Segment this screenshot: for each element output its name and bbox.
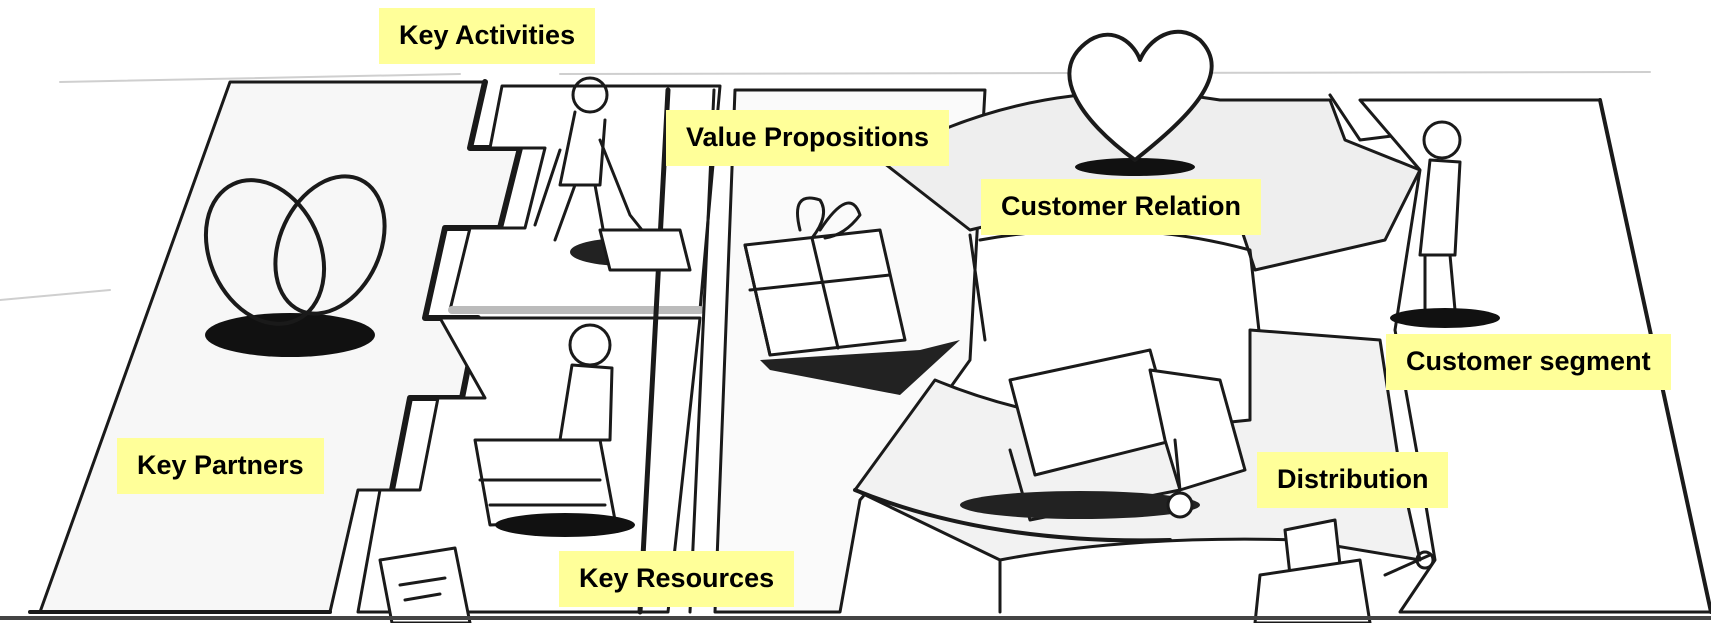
standing-person-icon [1390,120,1500,328]
customer-relation-label: Customer Relation [981,179,1262,235]
key-partners-label: Key Partners [117,438,324,494]
value-propositions-label: Value Propositions [666,110,950,166]
digging-person-icon [533,76,692,272]
person-with-material-icon [473,323,635,537]
delivery-truck-icon [960,348,1247,522]
distribution-label: Distribution [1257,452,1449,508]
key-resources-label: Key Resources [559,551,795,607]
paper-icon [378,546,472,625]
heart-icon [1067,29,1214,176]
gift-box-icon [743,196,960,395]
cash-register-icon [1253,518,1435,625]
rings-icon [203,174,387,357]
customer-segment-label: Customer segment [1386,334,1671,390]
key-activities-label: Key Activities [379,8,596,64]
